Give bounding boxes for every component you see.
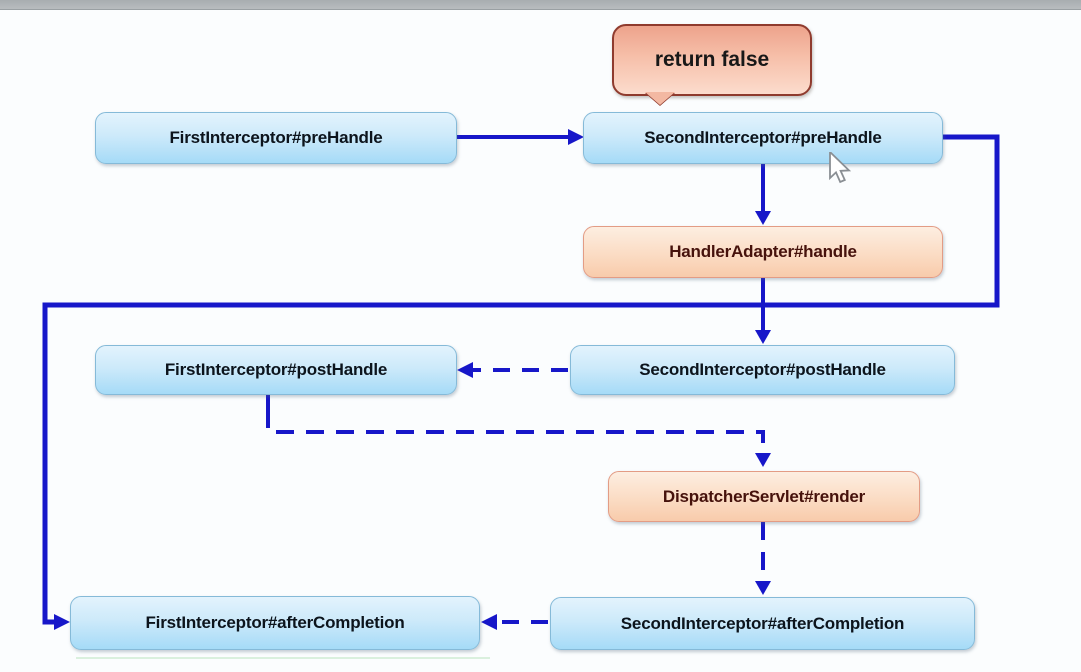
callout-tail: [645, 92, 675, 105]
edge-prehandle-first-to-second: [455, 129, 584, 145]
node-dispatcher-servlet-render: DispatcherServlet#render: [608, 471, 920, 522]
node-first-interceptor-posthandle: FirstInterceptor#postHandle: [95, 345, 457, 395]
edge-prehandle-to-handleradapter: [755, 163, 771, 225]
return-false-label: return false: [654, 48, 770, 71]
edge-aftercompletion-second-to-first: [481, 614, 548, 630]
edge-return-false-loop: [42, 134, 1000, 630]
node-first-interceptor-aftercompletion: FirstInterceptor#afterCompletion: [70, 596, 480, 650]
window-top-bar: [0, 0, 1081, 10]
node-second-interceptor-aftercompletion: SecondInterceptor#afterCompletion: [550, 597, 975, 650]
return-false-callout: return false: [612, 24, 812, 96]
mouse-cursor-icon: [829, 152, 852, 184]
faint-underline: [76, 657, 490, 659]
node-second-interceptor-prehandle: SecondInterceptor#preHandle: [583, 112, 943, 164]
node-handler-adapter-handle: HandlerAdapter#handle: [583, 226, 943, 278]
node-second-interceptor-posthandle: SecondInterceptor#postHandle: [570, 345, 955, 395]
node-first-interceptor-prehandle: FirstInterceptor#preHandle: [95, 112, 457, 164]
edge-handleradapter-to-posthandle: [755, 277, 771, 344]
edge-posthandle-second-to-first: [457, 362, 568, 378]
edge-posthandle-to-render: [266, 394, 771, 467]
edge-render-to-aftercompletion: [755, 522, 771, 595]
